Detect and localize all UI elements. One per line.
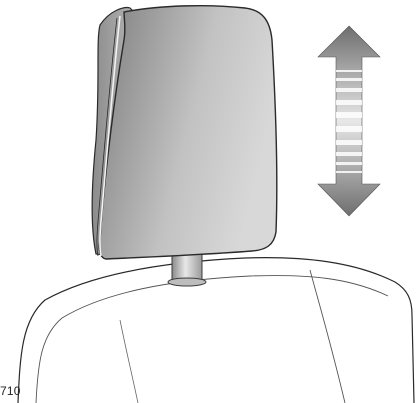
seat-back bbox=[17, 257, 415, 403]
up-down-arrow-icon bbox=[317, 25, 381, 217]
headrest bbox=[91, 4, 278, 260]
figure-number: 710 bbox=[0, 384, 21, 398]
